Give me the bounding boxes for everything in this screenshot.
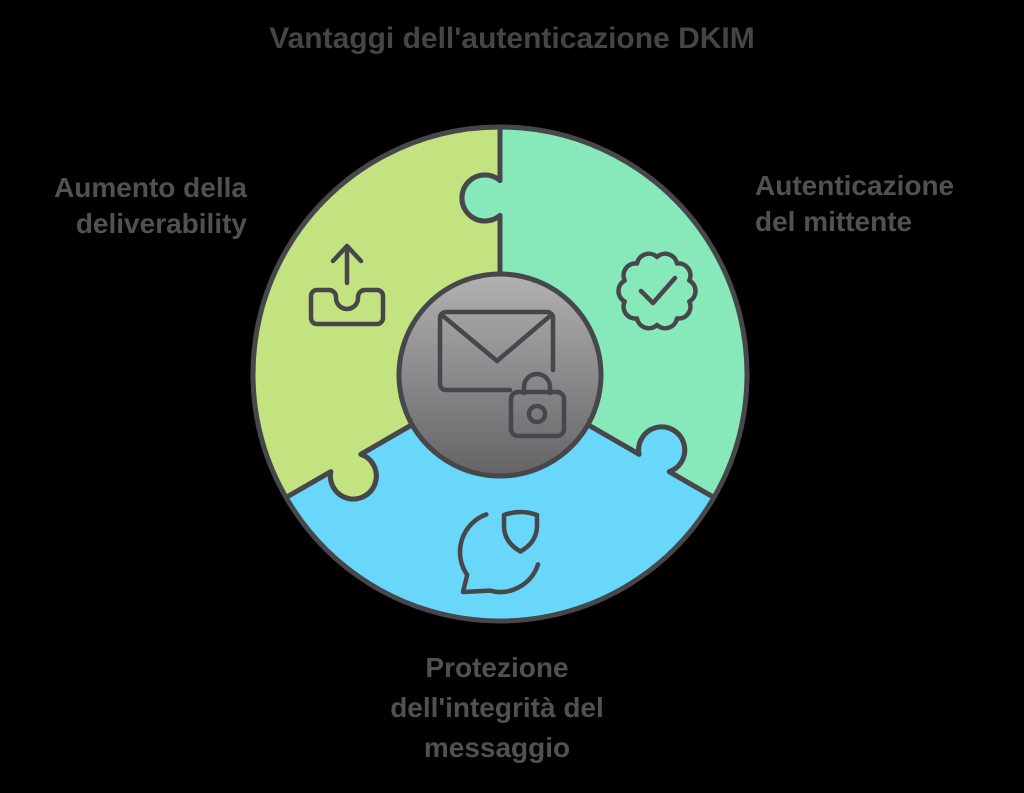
lock-keyhole <box>526 403 548 425</box>
badge-seal <box>616 251 698 331</box>
piece-icons <box>308 243 698 595</box>
chat-shield-icon <box>457 509 541 595</box>
puzzle-piece-message-integrity <box>283 371 717 624</box>
label-deliverability: Aumento della deliverability <box>54 172 247 239</box>
verified-badge-icon <box>616 251 698 331</box>
check-mark <box>638 275 678 306</box>
lock-shackle <box>521 371 553 396</box>
shield <box>501 509 540 554</box>
outbox-arrow-icon <box>308 243 386 327</box>
email-lock-icon <box>437 309 567 439</box>
chat-bubble <box>457 512 541 595</box>
label-sender-authentication: Autenticazione del mittente <box>755 170 955 237</box>
up-arrow <box>330 243 364 286</box>
label-message-integrity: Protezione dell'integrità del messaggio <box>390 652 604 763</box>
envelope-flap <box>440 313 553 364</box>
envelope <box>437 309 556 393</box>
lock-body <box>508 389 567 439</box>
center-circle <box>396 271 604 479</box>
page-title: Vantaggi dell'autenticazione DKIM <box>269 22 755 55</box>
outbox-tray <box>308 287 386 327</box>
